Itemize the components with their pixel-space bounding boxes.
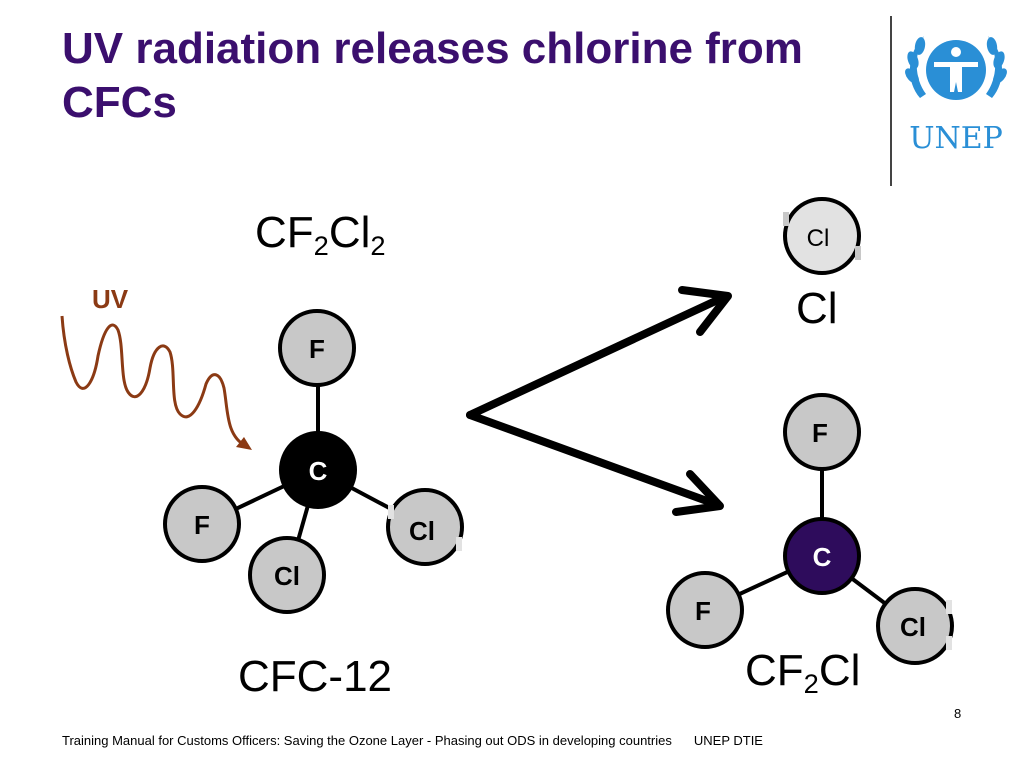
svg-text:F: F xyxy=(695,596,711,626)
unep-logo: UNEP xyxy=(905,36,1007,156)
svg-text:F: F xyxy=(812,418,828,448)
svg-text:F: F xyxy=(194,510,210,540)
svg-text:Cl: Cl xyxy=(409,516,435,546)
svg-text:Cl: Cl xyxy=(807,225,830,252)
uv-wave xyxy=(60,315,247,448)
svg-text:F: F xyxy=(309,334,325,364)
footer-text: Training Manual for Customs Officers: Sa… xyxy=(62,733,672,748)
formula-cf2cl2: CF2Cl2 xyxy=(255,208,386,262)
footer-org: UNEP DTIE xyxy=(693,733,763,748)
formula-cf2cl: CF2Cl xyxy=(745,646,861,700)
atom-f-top-right: F xyxy=(783,393,861,471)
atom-carbon-right: C xyxy=(783,517,861,595)
reaction-arrowhead-lower xyxy=(672,470,724,516)
atom-cl-right-right: Cl xyxy=(876,587,954,665)
divider-line xyxy=(890,16,892,186)
atom-f-left: F xyxy=(163,485,241,563)
uv-label: UV xyxy=(92,284,129,314)
atom-cl-bottom: Cl xyxy=(248,536,326,614)
svg-text:C: C xyxy=(813,542,832,572)
atom-f-left-right: F xyxy=(666,571,744,649)
logo-text: UNEP xyxy=(909,121,1003,156)
svg-text:C: C xyxy=(309,456,328,486)
svg-text:Cl: Cl xyxy=(274,561,300,591)
reaction-arrow-lower xyxy=(466,411,722,509)
atom-free-cl: Cl xyxy=(783,197,861,275)
atom-cl-right: Cl xyxy=(386,488,464,566)
atom-f-top: F xyxy=(278,309,356,387)
name-cfc-12: CFC-12 xyxy=(238,652,393,701)
atom-carbon-left: C xyxy=(279,431,357,509)
uv-arrowhead xyxy=(236,437,252,450)
svg-text:Cl: Cl xyxy=(900,612,926,642)
reaction-arrowhead-upper xyxy=(678,286,732,336)
footer: Training Manual for Customs Officers: Sa… xyxy=(62,733,763,748)
chlorine-label: Cl xyxy=(796,284,838,333)
page-number: 8 xyxy=(954,706,962,721)
reaction-arrow-upper xyxy=(466,294,726,419)
slide-title: UV radiation releases chlorine from CFCs xyxy=(62,24,803,127)
